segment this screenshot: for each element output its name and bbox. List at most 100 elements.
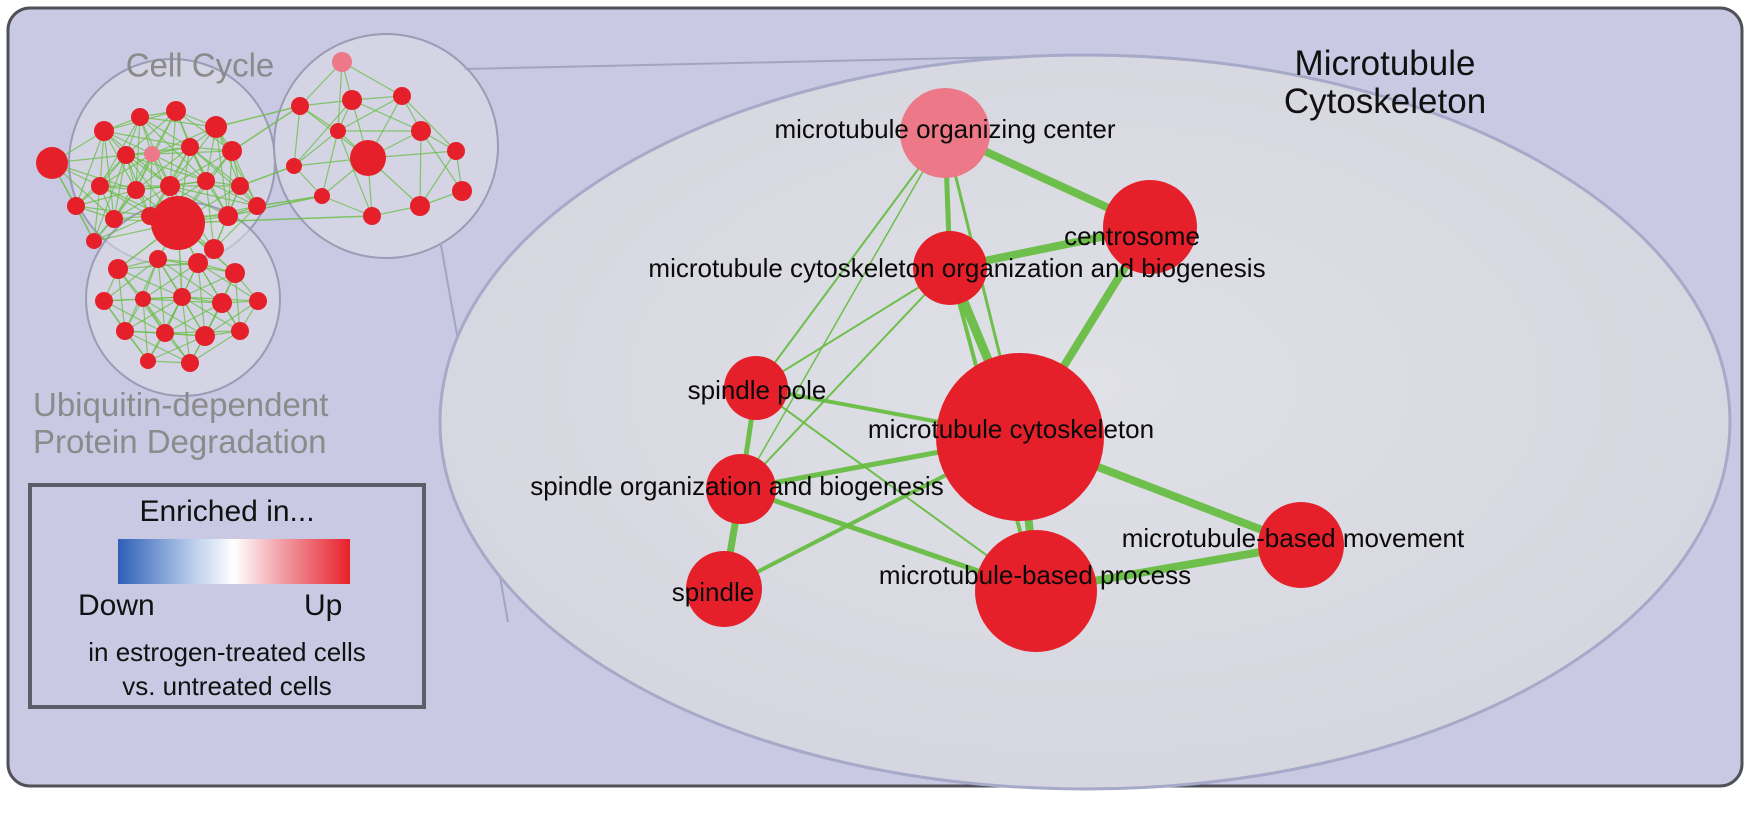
node-label-moc: microtubule organizing center [774, 114, 1115, 144]
cluster-label-ubiquitin: Ubiquitin-dependent Protein Degradation [33, 386, 329, 461]
overview-cross-edge [227, 195, 323, 217]
overview-edge [142, 298, 206, 337]
overview-edge [401, 95, 457, 152]
node-label-mbm: microtubule-based movement [1122, 523, 1465, 553]
overview-node [188, 253, 208, 273]
overview-edge [93, 215, 151, 242]
overview-edge [125, 154, 207, 182]
overview-node [393, 87, 411, 105]
legend-title: Enriched in... [139, 495, 315, 528]
overview-node [156, 324, 174, 342]
overview-edge [293, 130, 339, 167]
overview-node [131, 108, 149, 126]
overview-node [342, 90, 362, 110]
overview-edge [157, 258, 166, 334]
overview-node [222, 141, 242, 161]
cluster-label-ubiquitin-line1: Ubiquitin-dependent [33, 386, 329, 423]
overview-node [314, 188, 330, 204]
overview-edge [142, 298, 149, 362]
overview-node [127, 181, 145, 199]
overview-node [249, 292, 267, 310]
overview-cross-edge [177, 215, 373, 224]
overview-node [231, 177, 249, 195]
legend-down-label: Down [78, 589, 155, 622]
overview-edge [117, 268, 183, 298]
overview-edge [169, 150, 233, 187]
overview-edge [337, 130, 373, 217]
legend-note-line2: vs. untreated cells [122, 671, 332, 701]
overview-edge [142, 262, 199, 300]
overview-edge [99, 185, 151, 217]
overview-node [166, 101, 186, 121]
overview-node [452, 181, 472, 201]
cluster-label-cell-cycle: Cell Cycle [125, 46, 275, 84]
overview-edge [139, 116, 217, 128]
overview-edge [103, 300, 166, 334]
overview-edge [321, 130, 339, 197]
overview-node [173, 288, 191, 306]
detail-node-spindle_org [706, 454, 776, 524]
overview-node [332, 52, 352, 72]
overview-edge [351, 99, 422, 132]
overview-edge [125, 110, 177, 156]
legend-up-label: Up [304, 589, 343, 622]
overview-cross-edge [215, 105, 301, 128]
overview-cross-edge [239, 165, 295, 187]
detail-node-mbm [1258, 502, 1344, 588]
overview-edge [293, 99, 353, 167]
overview-node [410, 196, 430, 216]
overview-node [330, 123, 346, 139]
node-label-spindle_pole: spindle pole [688, 375, 827, 405]
node-label-mbp: microtubule-based process [879, 560, 1191, 590]
detail-edge-moc-spindle_org [740, 132, 946, 490]
node-label-centrosome: centrosome [1064, 221, 1200, 251]
overview-edge [215, 126, 258, 207]
zoom-connector-line [463, 56, 1011, 70]
cluster-circle-microtubule [273, 33, 499, 259]
overview-node [204, 239, 224, 259]
node-label-mco: microtubule cytoskeleton organization an… [648, 253, 1265, 283]
overview-edge [113, 154, 127, 220]
detail-node-mco [913, 231, 987, 305]
overview-edge [337, 61, 343, 132]
overview-node [135, 291, 151, 307]
detail-edge-mco-spindle_org [740, 267, 951, 490]
overview-edge [103, 258, 159, 302]
detail-edge-mco-spindle_pole [755, 267, 951, 389]
detail-node-mt_cyto [936, 353, 1104, 521]
detail-node-spindle_pole [724, 356, 788, 420]
overview-edge [169, 185, 258, 207]
overview-node [411, 121, 431, 141]
overview-node [231, 322, 249, 340]
overview-edge [293, 105, 301, 167]
overview-node [94, 121, 114, 141]
overview-edge [149, 153, 153, 217]
overview-node [225, 263, 245, 283]
cluster-label-ubiquitin-line2: Protein Degradation [33, 422, 327, 460]
overview-node [160, 176, 180, 196]
overview-edge [337, 95, 403, 132]
overview-edge [227, 150, 233, 217]
overview-node [95, 292, 113, 310]
overview-edge [189, 330, 241, 364]
overview-node [105, 210, 123, 228]
overview-node [108, 259, 128, 279]
overview-node [363, 207, 381, 225]
overview-node [447, 142, 465, 160]
detail-node-spindle [686, 551, 762, 627]
overview-edge [169, 185, 229, 217]
legend-box: Enriched in... Down Up in estrogen-treat… [28, 483, 426, 709]
overview-node [218, 206, 238, 226]
node-label-spindle: spindle [672, 577, 754, 607]
overview-edge [75, 189, 137, 207]
overview-node [67, 197, 85, 215]
overview-cross-edge [231, 105, 301, 152]
overview-edge [189, 146, 258, 207]
overview-node [205, 116, 227, 138]
overview-edge [419, 150, 457, 207]
overview-edge [197, 262, 259, 302]
overview-edge [215, 126, 229, 217]
overview-edge [147, 335, 206, 362]
overview-edge [124, 330, 191, 364]
overview-node [181, 138, 199, 156]
